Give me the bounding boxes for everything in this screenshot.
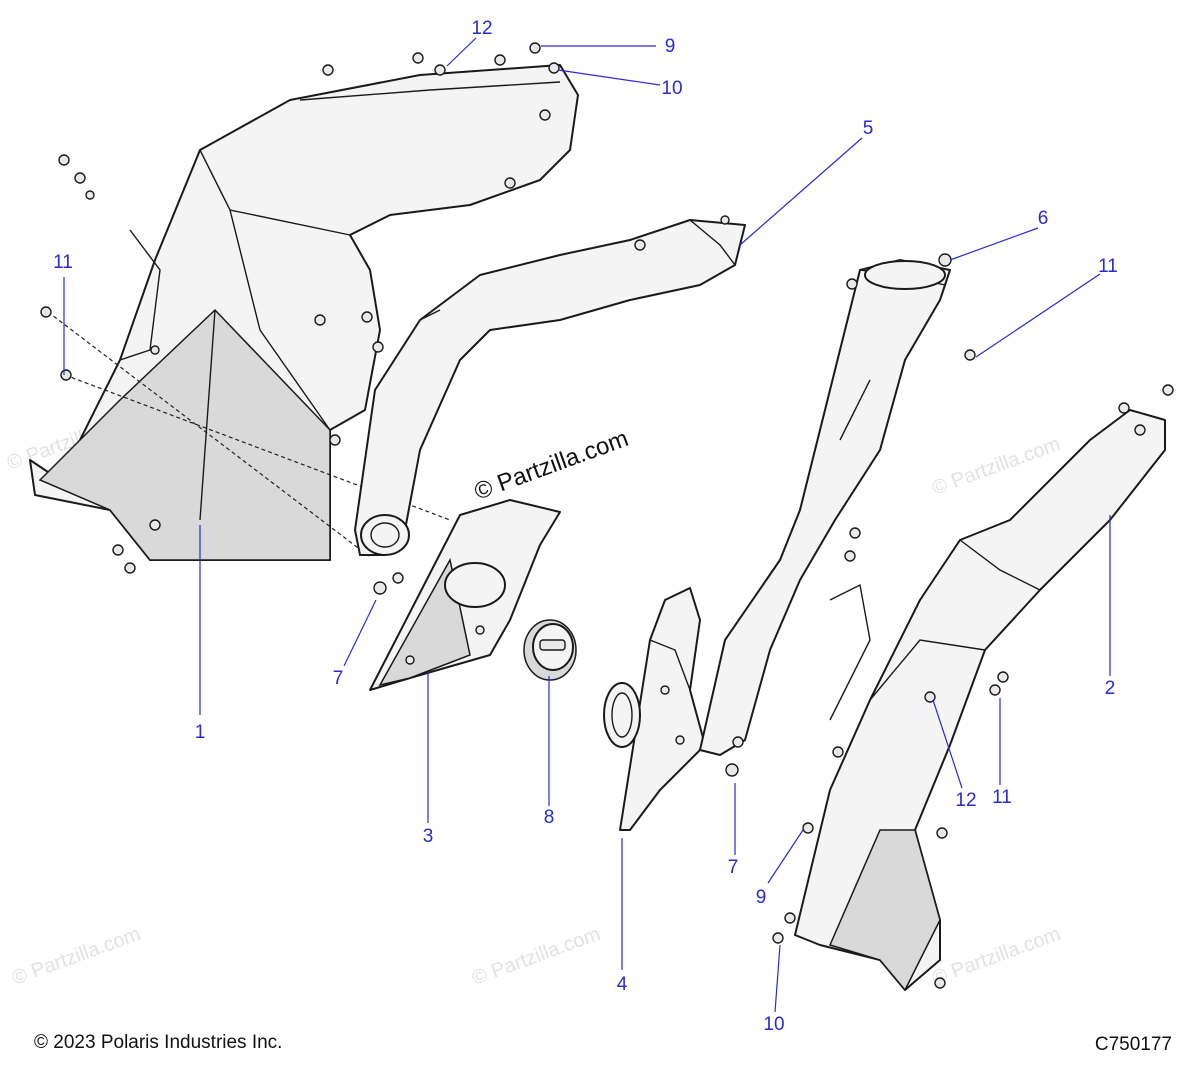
watermark-faint: © Partzilla.com <box>9 923 143 990</box>
callout-5: 5 <box>863 118 874 139</box>
diagram-code: C750177 <box>1094 1034 1172 1055</box>
callout-11: 11 <box>53 252 73 273</box>
copyright-footer: © 2023 Polaris Industries Inc. <box>34 1032 283 1053</box>
callout-12: 12 <box>955 790 976 811</box>
watermark-faint: © Partzilla.com <box>469 923 603 990</box>
watermark-faint: © Partzilla.com <box>929 923 1063 990</box>
fastener-set <box>40 42 1174 989</box>
callout-7: 7 <box>728 857 739 878</box>
callout-10: 10 <box>661 78 682 99</box>
callout-12: 12 <box>471 18 492 39</box>
callout-1: 1 <box>195 722 206 743</box>
part-3-small-panel <box>369 499 561 691</box>
callout-6: 6 <box>1038 208 1049 229</box>
callout-9: 9 <box>665 36 676 57</box>
leader-lines <box>63 37 1111 1013</box>
callout-4: 4 <box>617 974 628 995</box>
part-6-right-intake-duct <box>699 253 952 756</box>
part-8-grommet <box>523 619 577 681</box>
part-1-left-side-panel <box>29 64 579 561</box>
callout-10: 10 <box>763 1014 784 1035</box>
watermark-main: © Partzilla.com <box>471 425 632 506</box>
callout-11: 11 <box>1098 256 1118 277</box>
callout-9: 9 <box>756 887 767 908</box>
callout-3: 3 <box>423 826 434 847</box>
callout-8: 8 <box>544 807 555 828</box>
part-4-center-bracket <box>603 587 706 831</box>
callout-7: 7 <box>333 668 344 689</box>
callout-11: 11 <box>992 787 1012 808</box>
callout-2: 2 <box>1105 678 1116 699</box>
part-5-upper-intake-duct <box>354 215 746 556</box>
